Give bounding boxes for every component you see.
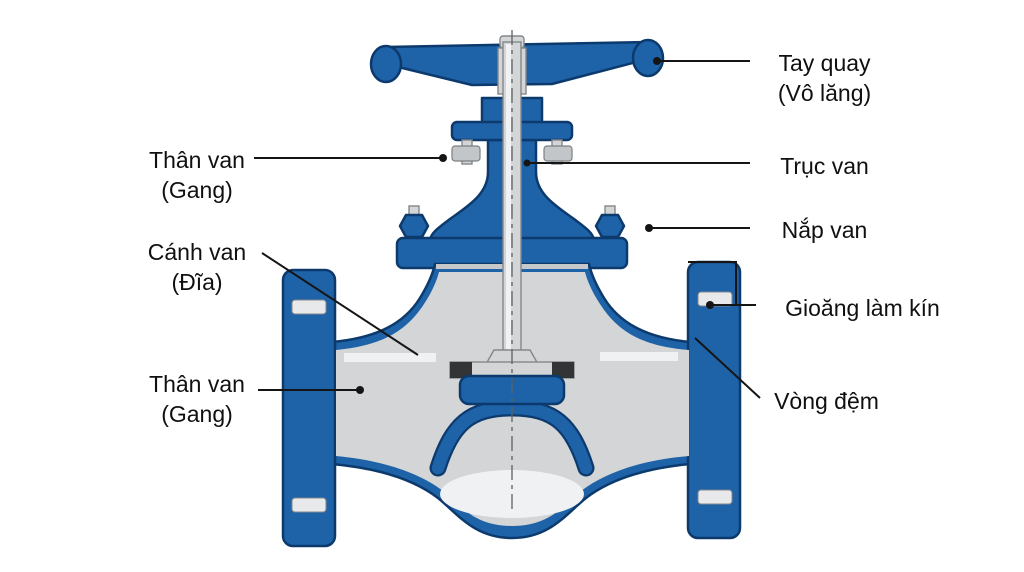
- label-gioang-lam-kin-line1: Gioăng làm kín: [785, 295, 940, 321]
- label-truc-van: Trục van: [742, 151, 907, 181]
- label-than-van-gang-lower: Thân van (Gang): [112, 369, 282, 430]
- label-truc-van-line1: Trục van: [780, 153, 869, 179]
- label-nap-van-line1: Nắp van: [781, 217, 868, 243]
- label-gioang-lam-kin: Gioăng làm kín: [760, 293, 965, 323]
- label-than-van-gang-lower-line2: (Gang): [161, 401, 233, 428]
- label-than-van-gang-lower-line1: Thân van: [149, 371, 245, 397]
- label-canh-van-dia-line1: Cánh van: [147, 239, 247, 265]
- label-than-van-gang-upper-line2: (Gang): [161, 177, 233, 204]
- label-tay-quay-vo-lang: Tay quay (Vô lăng): [742, 48, 907, 109]
- label-vong-dem: Vòng đệm: [744, 386, 909, 416]
- handwheel-right-knob: [631, 38, 665, 78]
- label-than-van-gang-upper-line1: Thân van: [149, 147, 245, 173]
- handwheel-left-knob: [369, 44, 403, 84]
- label-tay-quay-line2: (Vô lăng): [777, 80, 872, 107]
- left-pipe-flange: [281, 268, 337, 548]
- label-tay-quay-line1: Tay quay: [778, 50, 871, 76]
- label-canh-van-dia: Cánh van (Đĩa): [112, 237, 282, 298]
- label-than-van-gang-upper: Thân van (Gang): [112, 145, 282, 206]
- leader-lines: [254, 57, 761, 399]
- label-vong-dem-line1: Vòng đệm: [774, 388, 879, 414]
- label-nap-van: Nắp van: [742, 215, 907, 245]
- label-canh-van-dia-line2: (Đĩa): [171, 269, 223, 296]
